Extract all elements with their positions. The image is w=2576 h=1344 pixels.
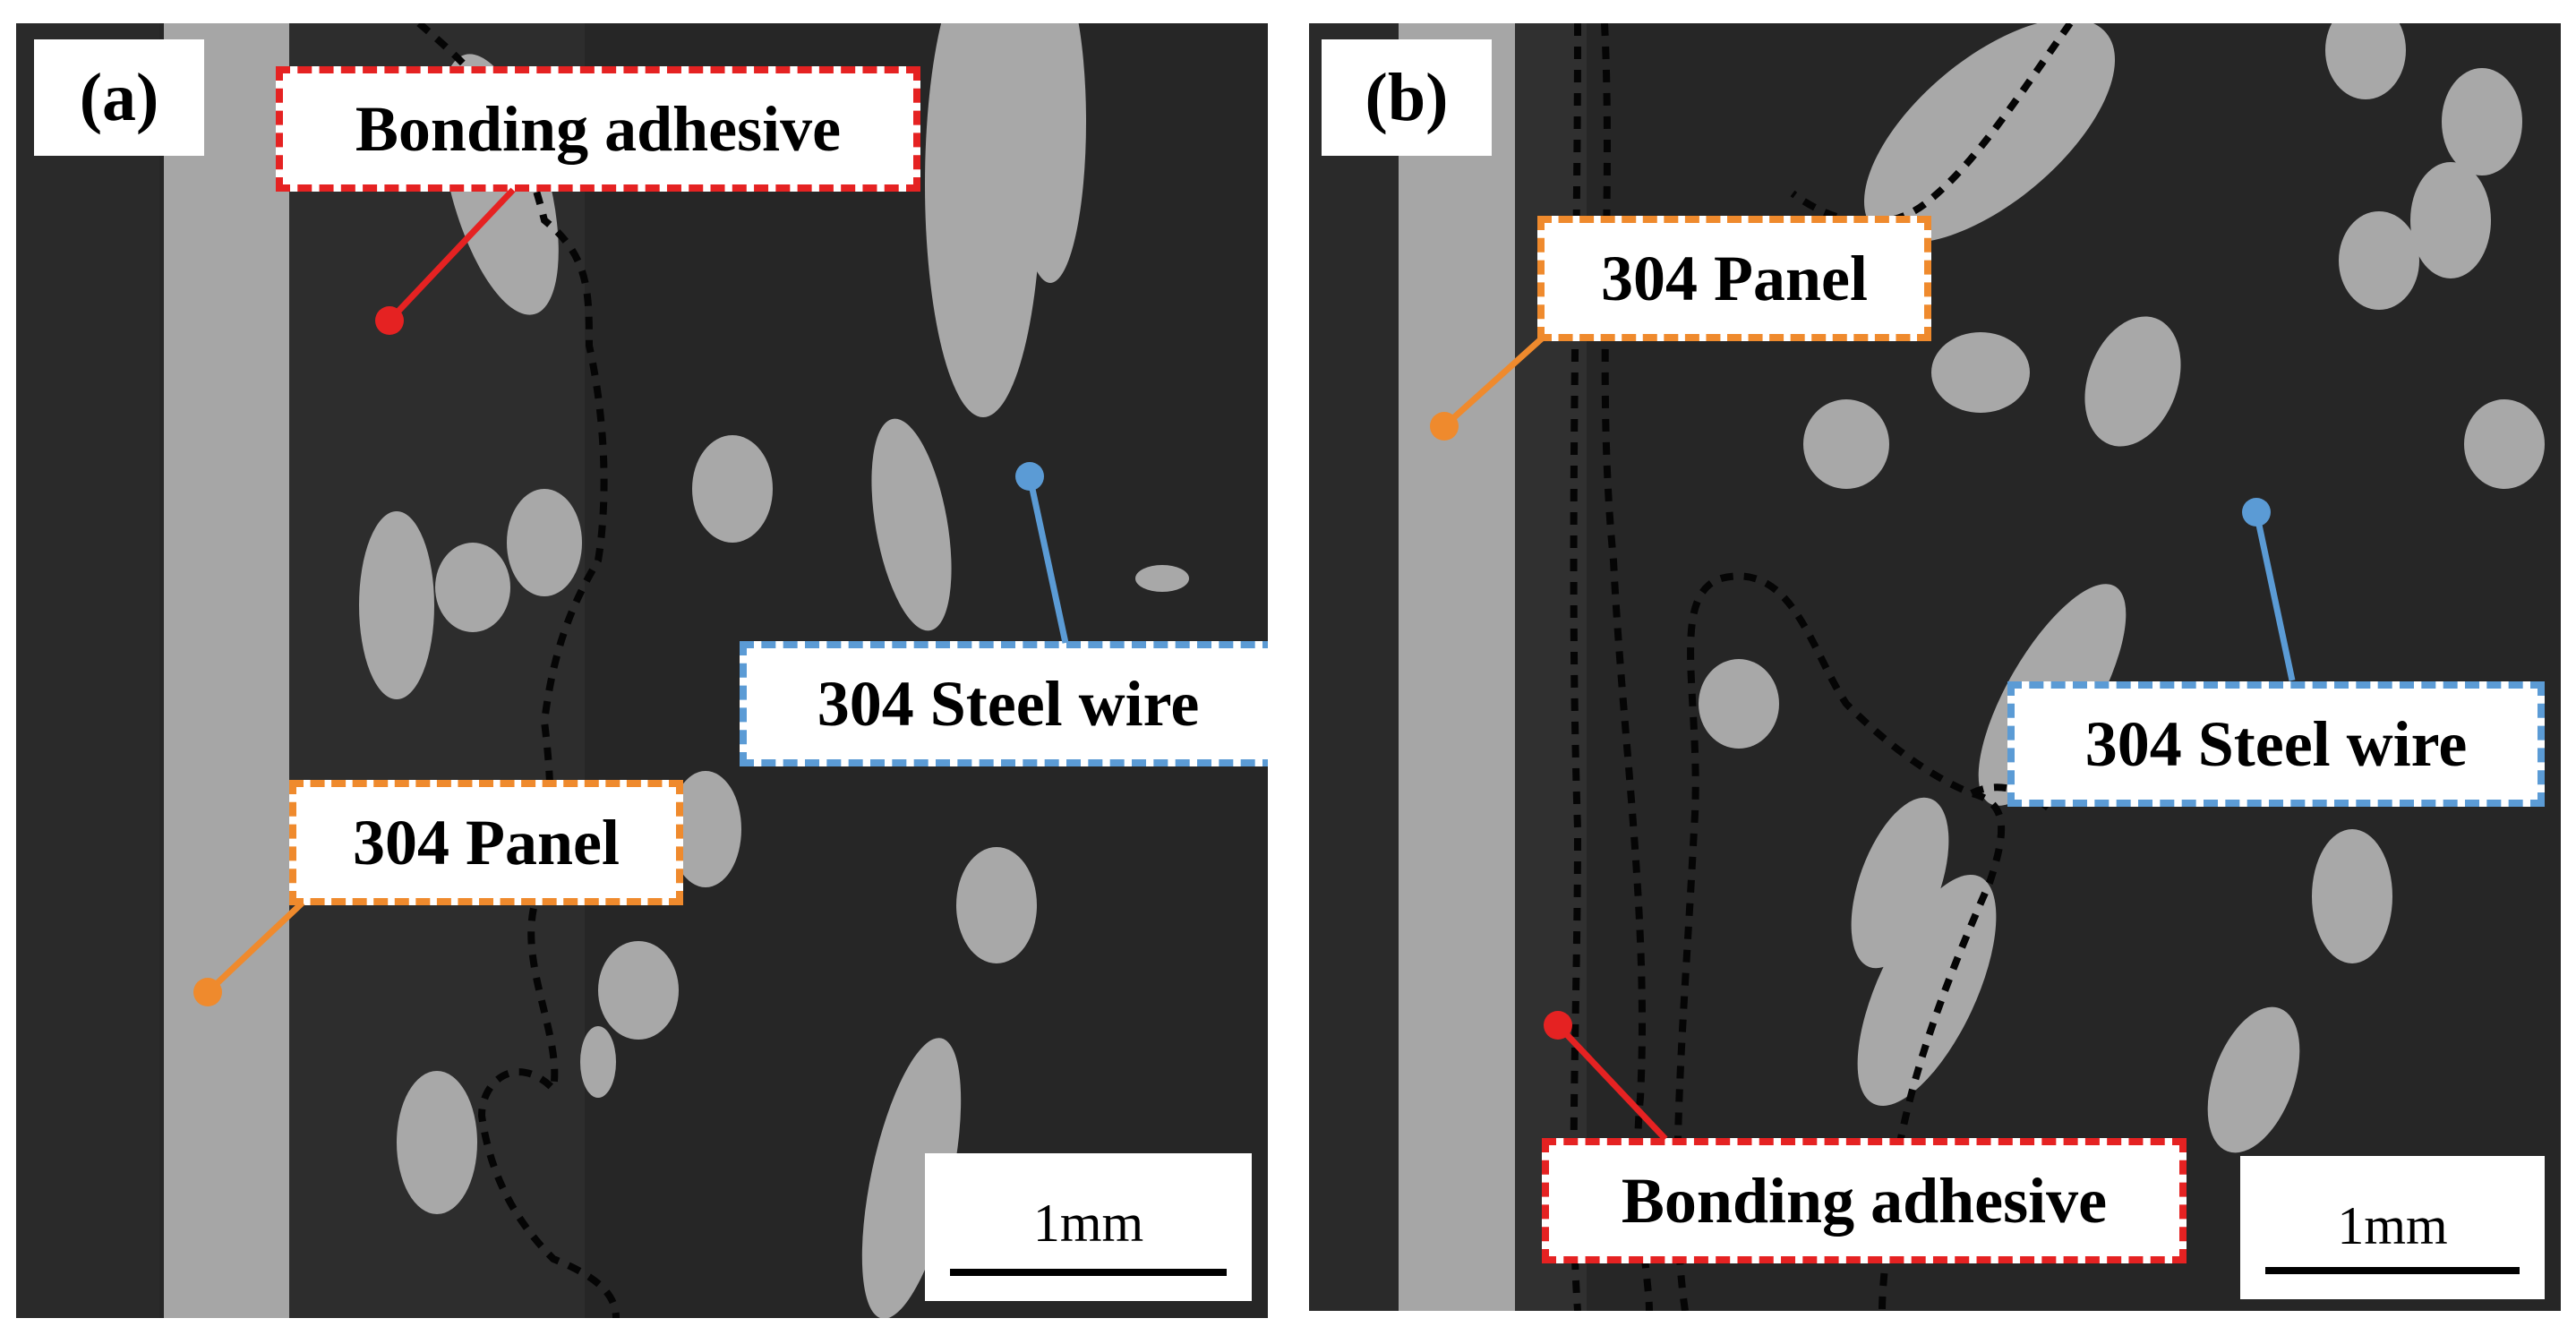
label-304-panel-b: 304 Panel bbox=[1537, 216, 1931, 341]
scale-bar-a: 1mm bbox=[925, 1153, 1252, 1301]
micrograph-panel-a: (a) Bonding adhesive 304 Steel wire 304 … bbox=[16, 23, 1268, 1318]
steel-panel-strip-b bbox=[1399, 23, 1515, 1311]
micrograph-image-b bbox=[1309, 23, 2561, 1311]
label-steel-wire-b: 304 Steel wire bbox=[2007, 681, 2545, 807]
scale-bar-line-b bbox=[2265, 1267, 2520, 1274]
steel-panel-strip bbox=[164, 23, 289, 1318]
scale-bar-b: 1mm bbox=[2240, 1156, 2545, 1299]
panel-tag-b: (b) bbox=[1322, 39, 1492, 156]
label-304-panel-a: 304 Panel bbox=[289, 780, 683, 905]
scale-bar-label-a: 1mm bbox=[1032, 1194, 1144, 1253]
scale-bar-label-b: 1mm bbox=[2337, 1196, 2448, 1255]
label-steel-wire-a: 304 Steel wire bbox=[740, 641, 1268, 766]
label-bonding-adhesive-a: Bonding adhesive bbox=[276, 66, 920, 192]
panel-tag-a: (a) bbox=[34, 39, 204, 156]
micrograph-panel-b: (b) 304 Panel 304 Steel wire Bonding adh… bbox=[1309, 23, 2561, 1311]
label-bonding-adhesive-b: Bonding adhesive bbox=[1542, 1138, 2187, 1263]
scale-bar-line-a bbox=[950, 1269, 1227, 1276]
